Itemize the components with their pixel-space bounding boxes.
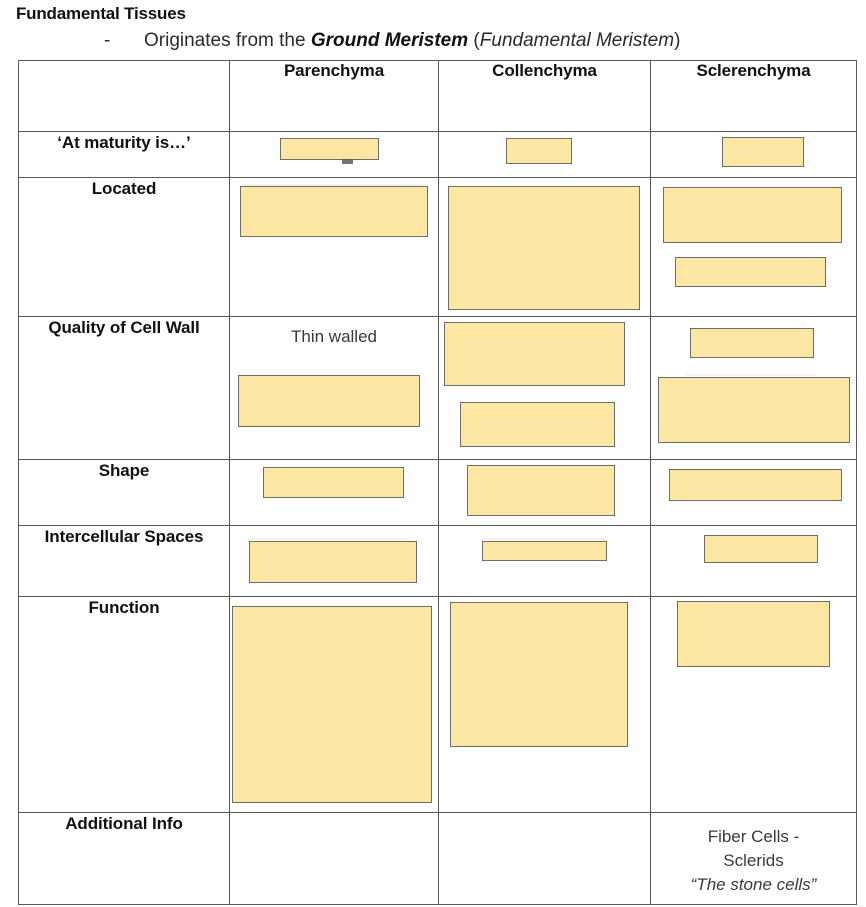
table-row: ‘At maturity is…’: [18, 131, 857, 178]
row-label-additional-info: Additional Info: [18, 812, 230, 905]
redaction-box: [669, 469, 842, 501]
table-row: Function: [18, 596, 857, 813]
cell-additional-parenchyma: [229, 812, 439, 905]
redaction-box: [482, 541, 607, 561]
fundamental-tissues-table: Parenchyma Collenchyma Sclerenchyma ‘At …: [18, 60, 857, 905]
additional-info-line-3: “The stone cells”: [690, 875, 817, 894]
redaction-box: [460, 402, 615, 447]
cell-intercellular-sclerenchyma: [650, 525, 857, 597]
fundamental-meristem-italic: Fundamental Meristem: [479, 30, 675, 51]
heading-block: Fundamental Tissues - Originates from th…: [16, 2, 856, 56]
cell-text-thin-walled: Thin walled: [291, 327, 377, 346]
table-row: Located: [18, 177, 857, 317]
cell-quality-parenchyma: Thin walled: [229, 316, 439, 460]
cell-located-parenchyma: [229, 177, 439, 317]
redaction-box: [675, 257, 826, 287]
ghost-text-trace: [686, 374, 816, 376]
redaction-box: [722, 137, 804, 167]
row-label-function: Function: [18, 596, 230, 813]
cell-shape-sclerenchyma: [650, 459, 857, 526]
bullet-prefix-text: Originates from the: [144, 30, 311, 51]
column-header-parenchyma: Parenchyma: [229, 60, 439, 132]
cell-additional-collenchyma: [438, 812, 651, 905]
cell-shape-collenchyma: [438, 459, 651, 526]
redaction-box: [690, 328, 814, 358]
cell-located-sclerenchyma: [650, 177, 857, 317]
additional-info-line-2: Sclerids: [723, 851, 784, 870]
cell-quality-collenchyma: [438, 316, 651, 460]
redaction-box: [663, 187, 842, 243]
table-header-row: Parenchyma Collenchyma Sclerenchyma: [18, 60, 857, 132]
cell-function-collenchyma: [438, 596, 651, 813]
ghost-text-trace: [482, 538, 607, 540]
redaction-box: [658, 377, 850, 443]
cell-shape-parenchyma: [229, 459, 439, 526]
table-row: Shape: [18, 459, 857, 526]
redaction-box: [238, 375, 420, 427]
header-cell-blank: [18, 60, 230, 132]
cell-at-maturity-collenchyma: [438, 131, 651, 178]
table-row: Additional Info Fiber Cells - Sclerids “…: [18, 812, 857, 905]
redaction-box: [450, 602, 628, 747]
redaction-box: [232, 606, 432, 803]
column-header-collenchyma: Collenchyma: [438, 60, 651, 132]
ground-meristem-emphasis: Ground Meristem: [310, 30, 469, 51]
redaction-box: [677, 601, 830, 667]
bullet-dash-marker: -: [104, 30, 111, 51]
redaction-box: [280, 138, 379, 160]
page-title: Fundamental Tissues: [16, 4, 186, 23]
redaction-box: [506, 138, 572, 164]
cell-located-collenchyma: [438, 177, 651, 317]
redaction-box: [240, 186, 428, 237]
row-label-at-maturity: ‘At maturity is…’: [18, 131, 230, 178]
table-row: Intercellular Spaces: [18, 525, 857, 597]
cell-quality-sclerenchyma: [650, 316, 857, 460]
redaction-box: [249, 541, 417, 583]
row-label-shape: Shape: [18, 459, 230, 526]
row-label-intercellular-spaces: Intercellular Spaces: [18, 525, 230, 597]
redaction-box: [704, 535, 818, 563]
table-row: Quality of Cell Wall Thin walled: [18, 316, 857, 460]
redaction-box: [263, 467, 404, 498]
bullet-paren-open: (: [468, 30, 480, 51]
glyph-descender-artifact: [342, 159, 353, 164]
cell-function-parenchyma: [229, 596, 439, 813]
origin-bullet: - Originates from the Ground Meristem (F…: [16, 26, 856, 56]
cell-at-maturity-sclerenchyma: [650, 131, 857, 178]
row-label-located: Located: [18, 177, 230, 317]
cell-function-sclerenchyma: [650, 596, 857, 813]
ghost-text-trace: [250, 538, 410, 540]
bullet-paren-close: ): [674, 30, 681, 51]
ghost-text-trace: [241, 184, 426, 186]
additional-info-line-1: Fiber Cells -: [707, 827, 800, 846]
column-header-sclerenchyma: Sclerenchyma: [650, 60, 857, 132]
redaction-box: [467, 465, 615, 516]
cell-intercellular-collenchyma: [438, 525, 651, 597]
cell-additional-sclerenchyma: Fiber Cells - Sclerids “The stone cells”: [650, 812, 857, 905]
row-label-quality-of-cell-wall: Quality of Cell Wall: [18, 316, 230, 460]
redaction-box: [444, 322, 625, 386]
cell-intercellular-parenchyma: [229, 525, 439, 597]
cell-at-maturity-parenchyma: [229, 131, 439, 178]
redaction-box: [448, 186, 640, 310]
